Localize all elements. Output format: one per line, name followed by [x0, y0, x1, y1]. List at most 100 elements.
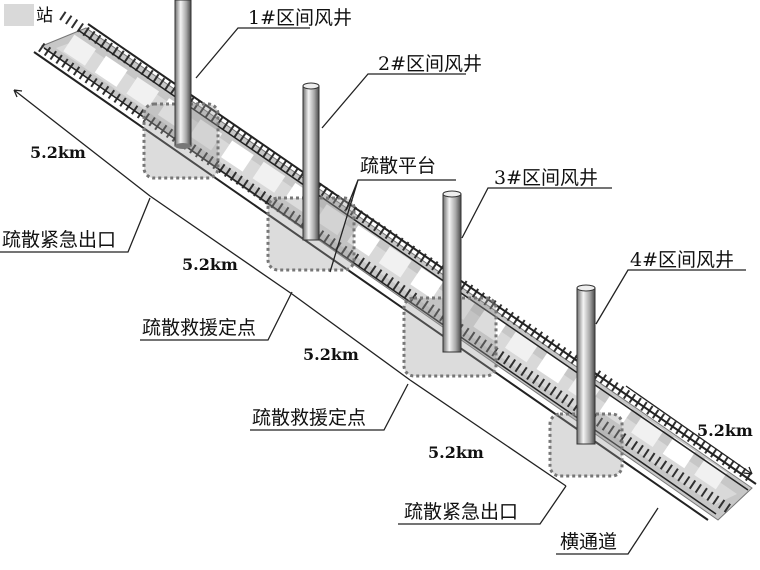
rail-tie [268, 151, 276, 162]
deck-tile [252, 161, 286, 193]
rail-tie [733, 463, 741, 474]
rail-tie [227, 124, 236, 134]
deck-tile [599, 394, 633, 426]
rail-tie [256, 143, 265, 154]
rail-tie [468, 331, 476, 341]
rail-tie [142, 113, 150, 123]
station-label: 站 [36, 6, 53, 26]
shaft-2-label: 2#区间风井 [378, 53, 482, 75]
rail-tie [158, 77, 166, 88]
rail-tie [671, 468, 679, 478]
deck-tile [63, 34, 96, 66]
rail-tie [502, 354, 511, 365]
rail-tie [694, 483, 702, 494]
rail-tie [466, 284, 474, 294]
rail-tie [479, 339, 487, 349]
deck-tile [189, 119, 223, 151]
rail-tie [322, 234, 331, 244]
rail-tie [555, 390, 563, 400]
rail-tie [70, 19, 79, 29]
rail-tie [721, 456, 729, 466]
callout-labels: 1#区间风井 2#区间风井 3#区间风井 4#区间风井 疏散平台 疏散紧急出口 … [2, 7, 734, 553]
rail-tie [460, 280, 468, 290]
deck-tile [694, 458, 727, 490]
rail-tie [512, 315, 520, 326]
cross-passage-label: 横通道 [560, 531, 617, 553]
distance-label-3: 5.2km [303, 345, 359, 364]
rail-right-outer [87, 23, 757, 485]
rail-tie [146, 69, 154, 80]
rail-tie [723, 503, 732, 513]
rail-tie [704, 444, 712, 454]
rail-tie [688, 479, 697, 490]
rail-tie [375, 269, 383, 279]
dim-line-5 [625, 385, 753, 475]
rail-tie [274, 155, 282, 166]
leader-shaft-1 [195, 27, 310, 79]
rail-tie [433, 308, 441, 318]
rail-tie [285, 163, 294, 173]
rail-tie [245, 136, 253, 146]
rail-tie [218, 163, 226, 174]
rail-tie [380, 273, 389, 283]
rail-tie [613, 429, 621, 439]
rail-tie [462, 327, 470, 338]
rail-tie [686, 432, 695, 443]
distance-label-1: 5.2km [30, 143, 86, 162]
rail-tie [601, 421, 610, 431]
rail-tie [526, 370, 534, 381]
rail-tie [280, 159, 288, 169]
rail-tie [409, 292, 418, 302]
rail-tie [148, 116, 156, 127]
shaft-1-label: 1#区间风井 [248, 7, 352, 29]
rail-tie [506, 311, 514, 322]
rail-tie [206, 155, 214, 166]
rail-tie [692, 436, 700, 447]
shaft-3 [442, 190, 462, 353]
rail-tie [421, 300, 429, 310]
distance-label-5: 5.2km [697, 421, 753, 440]
rail-tie [212, 159, 220, 170]
rail-tie [648, 452, 656, 462]
rail-tie [398, 284, 406, 295]
rail-tie [624, 436, 633, 447]
deck-tile [221, 140, 254, 172]
shaft-3-label: 3#区间风井 [494, 167, 598, 189]
leader-exit-bottom [398, 485, 567, 525]
rail-tie [221, 120, 230, 130]
station-name-mask [4, 4, 34, 26]
deck-tile [536, 352, 570, 384]
dim-line-2 [149, 195, 293, 295]
rail-tie [485, 343, 493, 353]
rail-tie [675, 424, 683, 435]
rail-tie [561, 394, 569, 404]
leader-rescue-1 [140, 291, 293, 341]
rail-tie [508, 358, 517, 369]
rail-tie [194, 148, 203, 158]
leader-evac-platform [329, 179, 456, 273]
dim-line-4 [409, 379, 567, 487]
shaft-1 [174, 0, 192, 149]
ventilation-shafts [174, 0, 596, 445]
rail-tie [654, 456, 662, 466]
rescue-point-1-label: 疏散救援定点 [142, 317, 256, 339]
rail-tie [65, 15, 73, 25]
leader-rescue-2 [250, 383, 409, 431]
evac-platform-label: 疏散平台 [360, 155, 436, 177]
rail-tie [136, 109, 145, 119]
deck-tiles [63, 34, 727, 490]
rail-tie [404, 288, 412, 299]
distance-label-4: 5.2km [428, 443, 484, 462]
shaft-4-label: 4#区间风井 [630, 249, 734, 271]
rail-tie [531, 374, 540, 384]
rail-tie [683, 475, 691, 486]
rail-tie [543, 382, 551, 392]
deck-tile [94, 55, 128, 87]
rail-tie [163, 81, 172, 91]
emergency-exit-bottom-label: 疏散紧急出口 [404, 501, 518, 523]
rail-tie [233, 128, 241, 138]
rail-tie [739, 467, 747, 478]
station-title: 站 [4, 4, 53, 26]
deck-tile [473, 310, 507, 342]
